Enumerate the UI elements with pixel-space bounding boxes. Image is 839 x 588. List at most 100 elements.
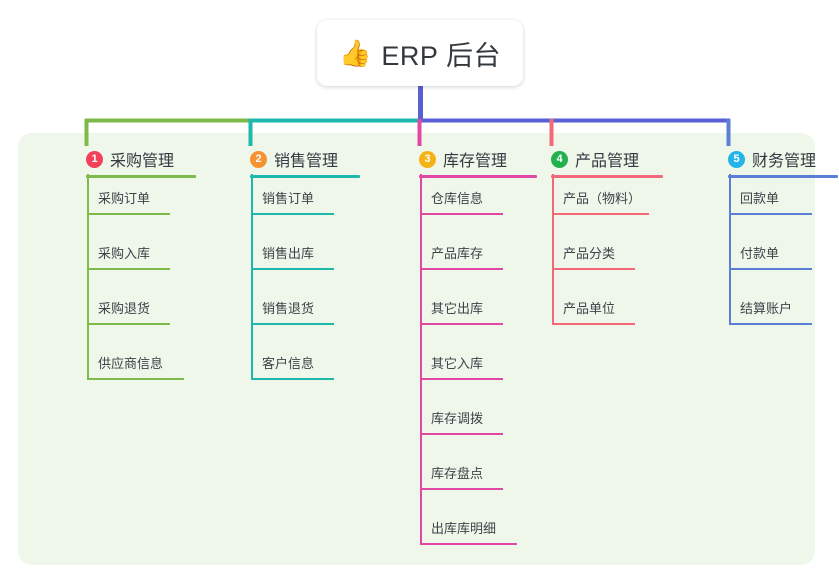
leaf-underline: [88, 323, 170, 325]
branch-items-1: 采购订单采购入库采购退货供应商信息: [66, 174, 184, 394]
leaf-node[interactable]: 采购订单: [66, 174, 174, 229]
leaf-underline: [252, 378, 334, 380]
branch-items-2: 销售订单销售出库销售退货客户信息: [230, 174, 338, 394]
leaf-node[interactable]: 回款单: [708, 174, 816, 229]
leaf-node[interactable]: 结算账户: [708, 284, 816, 339]
leaf-label: 出库库明细: [431, 521, 497, 536]
branch-badge-5: 5: [728, 150, 745, 168]
branch-header-1[interactable]: 1 采购管理: [66, 144, 196, 178]
branch-items-4: 产品（物料） 产品分类产品单位: [531, 174, 649, 339]
leaf-label: 产品单位: [563, 301, 616, 316]
branch-underline-5: [728, 175, 838, 178]
branch-header-2[interactable]: 2 销售管理: [230, 144, 360, 178]
branch-column-1: 1 采购管理 采购订单采购入库采购退货供应商信息: [66, 144, 196, 394]
leaf-underline: [252, 268, 334, 270]
leaf-label: 库存盘点: [431, 466, 484, 481]
branch-underline-2: [250, 175, 360, 178]
leaf-node[interactable]: 供应商信息: [66, 339, 184, 394]
leaf-node[interactable]: 客户信息: [230, 339, 338, 394]
leaf-underline: [730, 323, 812, 325]
leaf-label: 其它出库: [431, 301, 484, 316]
leaf-node[interactable]: 采购退货: [66, 284, 174, 339]
leaf-node[interactable]: 销售出库: [230, 229, 338, 284]
branch-label-5: 财务管理: [752, 153, 817, 170]
leaf-underline: [730, 268, 812, 270]
branch-column-3: 3 库存管理 仓库信息产品库存其它出库其它入库库存调拨库存盘点出库库明细: [399, 144, 537, 559]
leaf-node[interactable]: 产品单位: [531, 284, 639, 339]
leaf-underline: [553, 323, 635, 325]
branch-column-5: 5 财务管理 回款单付款单结算账户: [708, 144, 838, 339]
branch-stem: [420, 174, 422, 545]
branch-header-4[interactable]: 4 产品管理: [531, 144, 663, 178]
leaf-node[interactable]: 仓库信息: [399, 174, 507, 229]
leaf-underline: [88, 213, 170, 215]
leaf-underline: [421, 323, 503, 325]
leaf-node[interactable]: 库存盘点: [399, 449, 507, 504]
leaf-node[interactable]: 库存调拨: [399, 394, 507, 449]
branch-badge-3: 3: [419, 150, 436, 168]
leaf-node[interactable]: 销售退货: [230, 284, 338, 339]
branch-label-3: 库存管理: [443, 153, 508, 170]
leaf-underline: [553, 268, 635, 270]
root-node-title: ERP 后台: [381, 40, 501, 71]
branch-underline-1: [86, 175, 196, 178]
leaf-label: 产品库存: [431, 246, 484, 261]
leaf-node[interactable]: 其它入库: [399, 339, 507, 394]
leaf-underline: [252, 323, 334, 325]
branch-stem: [251, 174, 253, 380]
leaf-node[interactable]: 付款单: [708, 229, 816, 284]
leaf-label: 库存调拨: [431, 411, 484, 426]
leaf-label: 产品分类: [563, 246, 616, 261]
leaf-underline: [421, 488, 503, 490]
leaf-node[interactable]: 产品（物料）: [531, 174, 649, 229]
branch-header-5[interactable]: 5 财务管理: [708, 144, 838, 178]
leaf-underline: [252, 213, 334, 215]
leaf-label: 销售出库: [262, 246, 315, 261]
leaf-underline: [730, 213, 812, 215]
leaf-label: 回款单: [740, 191, 780, 206]
branch-header-3[interactable]: 3 库存管理: [399, 144, 537, 178]
branch-badge-1: 1: [86, 150, 103, 168]
leaf-label: 销售订单: [262, 191, 315, 206]
leaf-node[interactable]: 产品分类: [531, 229, 639, 284]
branch-underline-4: [551, 175, 663, 178]
leaf-node[interactable]: 采购入库: [66, 229, 174, 284]
leaf-underline: [421, 268, 503, 270]
leaf-label: 仓库信息: [431, 191, 484, 206]
branch-stem: [87, 174, 89, 380]
branch-items-5: 回款单付款单结算账户: [708, 174, 816, 339]
thumbs-up-icon: 👍: [339, 38, 372, 68]
leaf-underline: [421, 543, 517, 545]
leaf-node[interactable]: 产品库存: [399, 229, 507, 284]
diagram-panel: [18, 133, 815, 565]
leaf-node[interactable]: 销售订单: [230, 174, 338, 229]
branch-column-2: 2 销售管理 销售订单销售出库销售退货客户信息: [230, 144, 360, 394]
branch-label-1: 采购管理: [110, 153, 175, 170]
leaf-underline: [421, 378, 503, 380]
leaf-label: 采购退货: [98, 301, 151, 316]
branch-stem: [552, 174, 554, 325]
leaf-node[interactable]: 出库库明细: [399, 504, 517, 559]
leaf-label: 供应商信息: [98, 356, 164, 371]
leaf-label: 采购订单: [98, 191, 151, 206]
branch-badge-4: 4: [551, 150, 568, 168]
leaf-label: 其它入库: [431, 356, 484, 371]
leaf-underline: [553, 213, 649, 215]
branch-items-3: 仓库信息产品库存其它出库其它入库库存调拨库存盘点出库库明细: [399, 174, 517, 559]
leaf-label: 销售退货: [262, 301, 315, 316]
leaf-underline: [421, 433, 503, 435]
branch-label-4: 产品管理: [575, 153, 640, 170]
leaf-label: 结算账户: [740, 301, 793, 316]
branch-label-2: 销售管理: [274, 153, 339, 170]
leaf-label: 产品（物料）: [563, 191, 642, 206]
leaf-underline: [88, 268, 170, 270]
branch-badge-2: 2: [250, 150, 267, 168]
branch-stem: [729, 174, 731, 325]
root-node-card[interactable]: 👍 ERP 后台: [317, 20, 523, 86]
leaf-label: 付款单: [740, 246, 780, 261]
leaf-node[interactable]: 其它出库: [399, 284, 507, 339]
branch-underline-3: [419, 175, 537, 178]
leaf-label: 采购入库: [98, 246, 151, 261]
branch-column-4: 4 产品管理 产品（物料） 产品分类产品单位: [531, 144, 663, 339]
